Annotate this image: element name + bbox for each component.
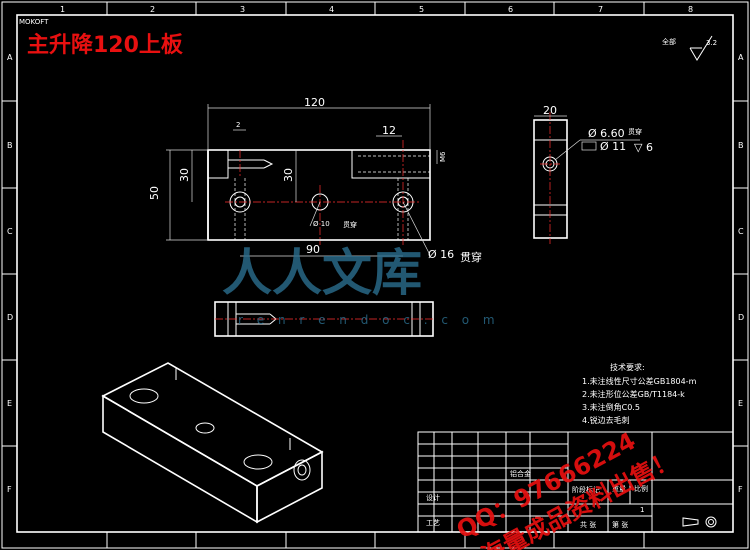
roughness-symbol: 全部 3.2 [662,35,717,61]
zone-row-d: D [7,313,13,322]
roughness-value: 3.2 [706,39,717,47]
dim-30-left: 30 [178,168,191,182]
roughness-label: 全部 [662,37,676,46]
note-2: 2.未注形位公差GB/T1184-k [582,389,685,399]
tb-label-weight: 重量 [612,485,626,493]
zone-col-1: 1 [60,5,65,14]
dim-side-hole-b: Ø 11 [600,140,626,153]
projection-symbol [682,516,717,528]
dim-side-through: 贯穿 [628,127,642,136]
tb-label-sheet-no: 第 张 [612,520,628,529]
zone-col-7: 7 [598,5,603,14]
technical-notes: 技术要求: 1.未注线性尺寸公差GB1804-m 2.未注形位公差GB/T118… [582,362,697,425]
note-1: 1.未注线性尺寸公差GB1804-m [582,376,697,386]
zone-row-labels: A B C D E F A B C D E F [7,53,744,494]
dim-thread-depth: 12 [382,124,396,137]
zone-col-6: 6 [508,5,513,14]
zone-row-e: E [7,399,12,408]
watermark: 人人文库 r e n r e n d o c . c o m [222,244,500,327]
tb-label-stage: 阶段标记 [572,485,600,494]
dim-hole-pitch: 90 [306,243,320,256]
dim-hole-16: Ø 16 [428,248,454,261]
dim-pin: 2 [236,121,240,129]
front-view [207,140,431,245]
watermark-main: 人人文库 [222,244,422,302]
tb-label-sheets: 共 张 [580,520,596,529]
note-4: 4.锐边去毛刺 [582,415,630,425]
dim-length: 120 [304,96,325,109]
note-3: 3.未注倒角C0.5 [582,402,640,412]
note-heading: 技术要求: [610,362,645,372]
zone-col-2: 2 [150,5,155,14]
zone-col-5: 5 [419,5,424,14]
promo-overlay: QQ：97666224 海量成品资料出售！ [452,427,681,550]
dim-side-width: 20 [543,104,557,117]
zone-col-3: 3 [240,5,245,14]
dim-thread: M6 [439,151,447,162]
tb-material: 铝合金 [510,469,531,478]
isometric-view [101,362,324,524]
zone-row-f: F [7,485,12,494]
bottom-view [214,301,434,337]
zone-col-4: 4 [329,5,334,14]
side-dimensions: 20 Ø 6.60 贯穿 Ø 11 ▽ 6 [534,104,653,161]
zone-col-labels-top: 1 2 3 4 5 6 7 8 [60,5,693,14]
zone-row-a-right: A [738,53,744,62]
tb-label-design: 设计 [426,493,440,502]
dim-hole-10: Ø 10 [313,220,330,228]
dim-30-mid: 30 [282,168,295,182]
zone-row-c: C [7,227,13,236]
corner-code: MOKOFT [19,18,49,26]
zone-col-8: 8 [688,5,693,14]
zone-row-e-right: E [738,399,743,408]
dim-side-hole-a: Ø 6.60 [588,127,625,140]
zone-row-b-right: B [738,141,744,150]
tb-qty: 1 [640,506,644,514]
zone-row-b: B [7,141,13,150]
zone-row-f-right: F [738,485,743,494]
tb-label-process: 工艺 [426,519,440,527]
dim-height: 50 [148,186,161,200]
front-dimensions: 120 50 30 30 90 2 12 M6 Ø 10 贯穿 Ø 16 贯穿 [148,96,482,264]
zone-row-c-right: C [738,227,744,236]
zone-row-d-right: D [738,313,744,322]
dim-hole-16-through: 贯穿 [460,250,482,264]
zone-row-a: A [7,53,13,62]
dim-hole-10-through: 贯穿 [343,220,357,229]
side-view [533,112,568,244]
title-block: 工艺 设计 阶段标记 重量 比例 共 张 第 张 1 铝合金 [417,431,734,533]
dim-side-depth: ▽ 6 [634,141,653,154]
tb-label-scale: 比例 [634,484,648,493]
watermark-url: r e n r e n d o c . c o m [238,313,500,327]
drawing-title: 主升降120上板 [27,33,184,58]
